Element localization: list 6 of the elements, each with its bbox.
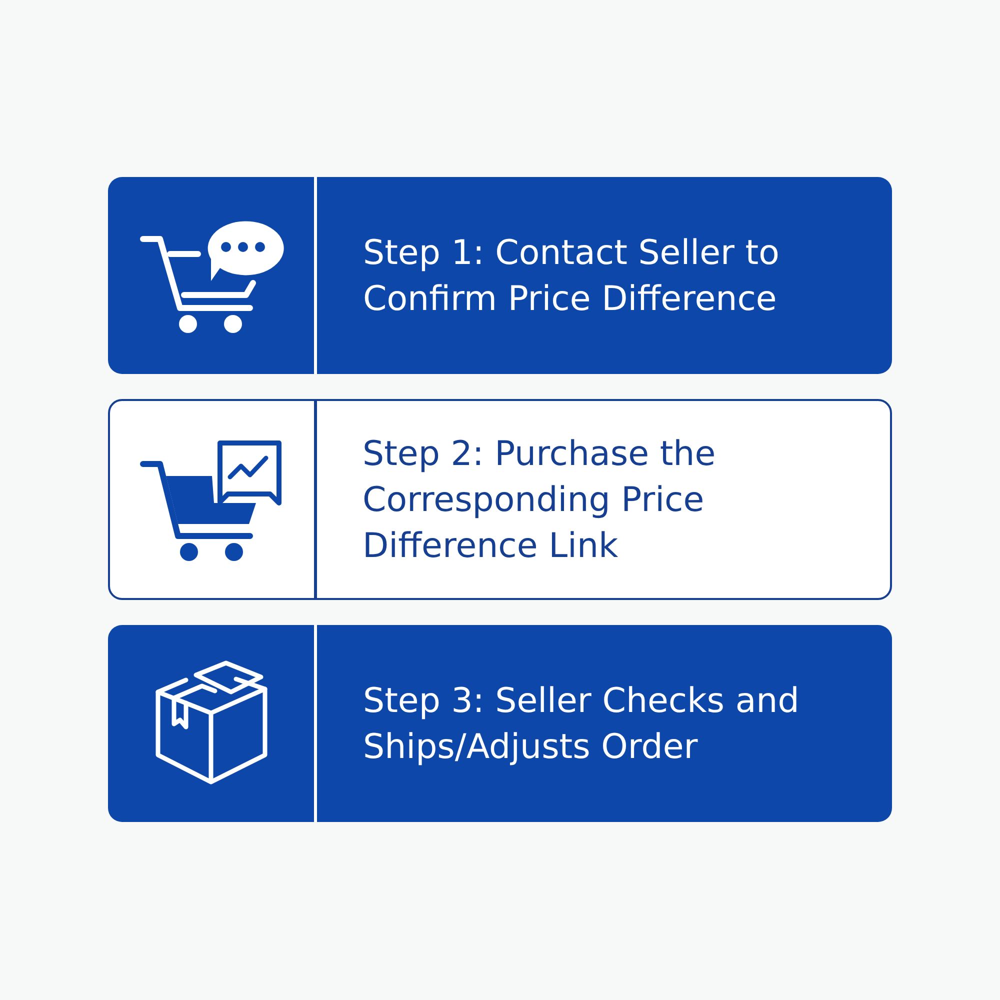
step-card bbox=[108, 625, 892, 822]
step-text: Step 1: Contact Seller to Confirm Price Difference bbox=[363, 232, 780, 320]
step-card bbox=[108, 177, 892, 374]
step-text: Step 2: Purchase the Corresponding Price Difference Link bbox=[362, 432, 717, 568]
step-text: Step 3: Seller Checks and Ships/Adjusts Order bbox=[363, 680, 800, 768]
step-card bbox=[108, 399, 892, 600]
